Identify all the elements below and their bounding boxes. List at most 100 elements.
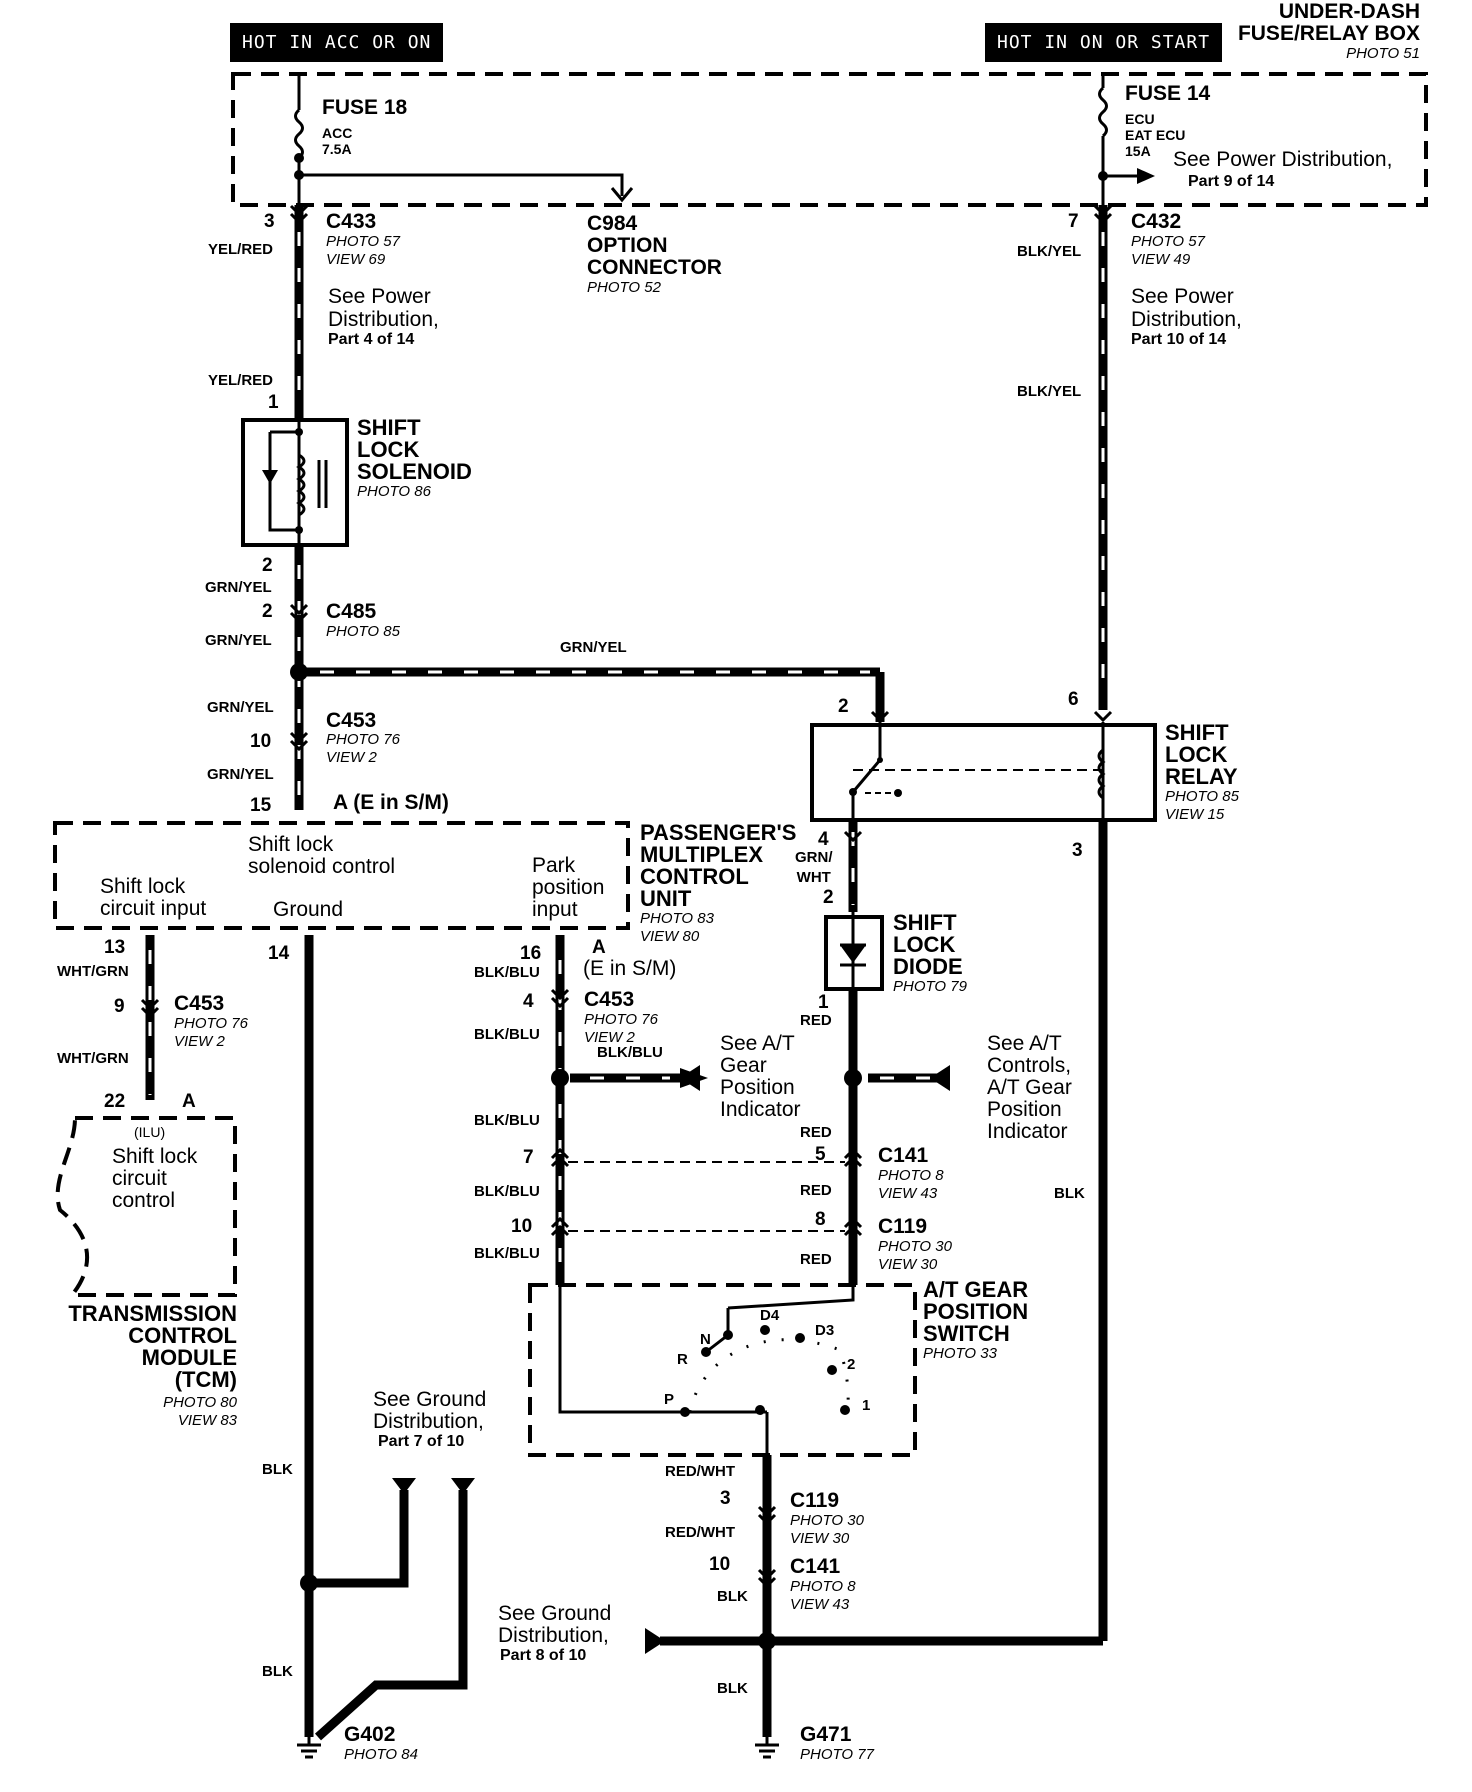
pmcu-title: PASSENGER'S MULTIPLEX CONTROL UNIT — [640, 820, 797, 911]
mid-wire-3: BLK/BLU — [474, 1112, 540, 1129]
blk-yel-mid-label: BLK/YEL — [1017, 383, 1082, 400]
g402-label: G402 — [344, 1723, 396, 1746]
left-pin-9: 9 — [114, 996, 125, 1017]
see-power-left-2: Distribution, — [328, 308, 439, 331]
tcm-box-text: Shift lock circuit control — [112, 1145, 198, 1212]
c432-view: VIEW 49 — [1131, 251, 1191, 268]
fuse-18-circuit: ACC — [322, 125, 353, 141]
diode-photo: PHOTO 79 — [893, 978, 967, 995]
tcm-ilu-label: (ILU) — [134, 1124, 166, 1140]
relay-wire-out-left: GRN/ WHT — [795, 849, 833, 886]
fuse-box-title: UNDER-DASH — [1278, 0, 1420, 23]
relay-pin-right: 6 — [1068, 689, 1079, 710]
fuse-14-rating: 15A — [1125, 143, 1151, 159]
relay-title-3: RELAY — [1165, 764, 1238, 789]
bottom-blk-1: BLK — [717, 1588, 748, 1605]
fuse-14-part: Part 9 of 14 — [1188, 173, 1275, 190]
shift-lock-solenoid-box — [241, 418, 349, 547]
diode-title-3: DIODE — [893, 954, 963, 979]
right-wire-2: RED — [800, 1182, 832, 1199]
arrow-down-right-icon — [451, 1478, 475, 1494]
c453-top-photo: PHOTO 76 — [326, 731, 400, 748]
pmcu-pin-16: 16 — [520, 943, 542, 964]
see-power-right: See Power — [1131, 285, 1234, 308]
c119-label: C119 — [878, 1215, 928, 1238]
see-ground-right-2: Distribution, — [498, 1624, 609, 1647]
c984-label-3: CONNECTOR — [587, 256, 722, 279]
relay-view: VIEW 15 — [1165, 806, 1225, 823]
bottom-pin-10: 10 — [709, 1554, 731, 1575]
blk-left-1: BLK — [262, 1461, 293, 1478]
bottom-pin-3: 3 — [720, 1488, 731, 1509]
c141-view: VIEW 43 — [878, 1185, 938, 1202]
c119-photo: PHOTO 30 — [878, 1238, 952, 1255]
bottom-c119-view: VIEW 30 — [790, 1530, 850, 1547]
pmcu-label-park: Park position input — [532, 854, 605, 921]
solenoid-title-2: LOCK — [357, 437, 420, 462]
fuse-14-see: See Power Distribution, — [1173, 148, 1393, 171]
arrow-right-icon — [645, 1628, 665, 1654]
bottom-wire-2: RED/WHT — [665, 1524, 735, 1541]
pmcu-view: VIEW 80 — [640, 928, 700, 945]
grn-yel-horizontal-label: GRN/YEL — [560, 639, 627, 656]
see-ground-left-part: Part 7 of 10 — [378, 1433, 465, 1450]
right-wire-1: RED — [800, 1124, 832, 1141]
relay-pin-left: 2 — [838, 696, 849, 717]
mid-pin-10: 10 — [511, 1216, 533, 1237]
left-conn-a: A — [182, 1091, 196, 1112]
fuse-18-label: FUSE 18 — [322, 96, 408, 119]
c453-top-pin-top: 10 — [250, 731, 272, 752]
right-wire-3: RED — [800, 1251, 832, 1268]
c453-top-pin-bottom: 15 — [250, 795, 272, 816]
c485-wire: GRN/YEL — [205, 632, 272, 649]
c433-label: C433 — [326, 210, 377, 233]
diode-title: SHIFT — [893, 910, 957, 935]
see-power-right-part: Part 10 of 14 — [1131, 331, 1227, 348]
c453-top-view: VIEW 2 — [326, 749, 377, 766]
g471-label: G471 — [800, 1723, 852, 1746]
pmcu-pin-13: 13 — [104, 937, 126, 958]
mid-wire-5: BLK/BLU — [474, 1245, 540, 1262]
c119-view: VIEW 30 — [878, 1256, 938, 1273]
see-ground-right: See Ground — [498, 1602, 612, 1625]
badge-hot-acc: HOT IN ACC OR ON — [230, 23, 444, 62]
c453-top-wire-top: GRN/YEL — [207, 699, 274, 716]
left-wire-1: WHT/GRN — [57, 963, 129, 980]
tcm-outline — [55, 1116, 237, 1297]
c433-photo: PHOTO 57 — [326, 233, 400, 250]
solenoid-title-3: SOLENOID — [357, 459, 472, 484]
fuse-box-title-2: FUSE/RELAY BOX — [1237, 22, 1420, 45]
see-power-right-2: Distribution, — [1131, 308, 1242, 331]
c432-pin: 7 — [1068, 211, 1079, 232]
fuse-14-circuit-1: ECU — [1125, 111, 1155, 127]
ground-g471-icon — [755, 1737, 779, 1759]
solenoid-pin-top: 1 — [268, 392, 279, 413]
right-pin-8: 8 — [815, 1209, 826, 1230]
left-c453-view: VIEW 2 — [174, 1033, 225, 1050]
left-c453-label: C453 — [174, 992, 225, 1015]
solenoid-wire-bottom: GRN/YEL — [205, 579, 272, 596]
pmcu-conn-sm: (E in S/M) — [583, 957, 677, 980]
left-pin-22: 22 — [104, 1091, 126, 1112]
c984-label-2: OPTION — [587, 234, 668, 257]
mid-c453-view: VIEW 2 — [584, 1029, 635, 1046]
mid-wire-4: BLK/BLU — [474, 1183, 540, 1200]
bottom-c141-view: VIEW 43 — [790, 1596, 850, 1613]
c453-top-wire-bottom: GRN/YEL — [207, 766, 274, 783]
pmcu-pin-14: 14 — [268, 943, 290, 964]
c485-pin: 2 — [262, 601, 273, 622]
c453-top-label: C453 — [326, 709, 377, 732]
c453-top-conn-label: A (E in S/M) — [333, 791, 449, 814]
relay-title: SHIFT — [1165, 720, 1229, 745]
see-power-left-part: Part 4 of 14 — [328, 331, 415, 348]
solenoid-title: SHIFT — [357, 415, 421, 440]
solenoid-wire-top: YEL/RED — [208, 372, 274, 389]
gear-switch-title: A/T GEAR POSITION SWITCH — [923, 1277, 1029, 1346]
c432-wire: BLK/YEL — [1017, 243, 1082, 260]
mid-pin-7: 7 — [523, 1147, 534, 1168]
c433-view: VIEW 69 — [326, 251, 386, 268]
relay-pin-out-right: 3 — [1072, 840, 1083, 861]
c432-label: C432 — [1131, 210, 1182, 233]
solenoid-photo: PHOTO 86 — [357, 483, 431, 500]
